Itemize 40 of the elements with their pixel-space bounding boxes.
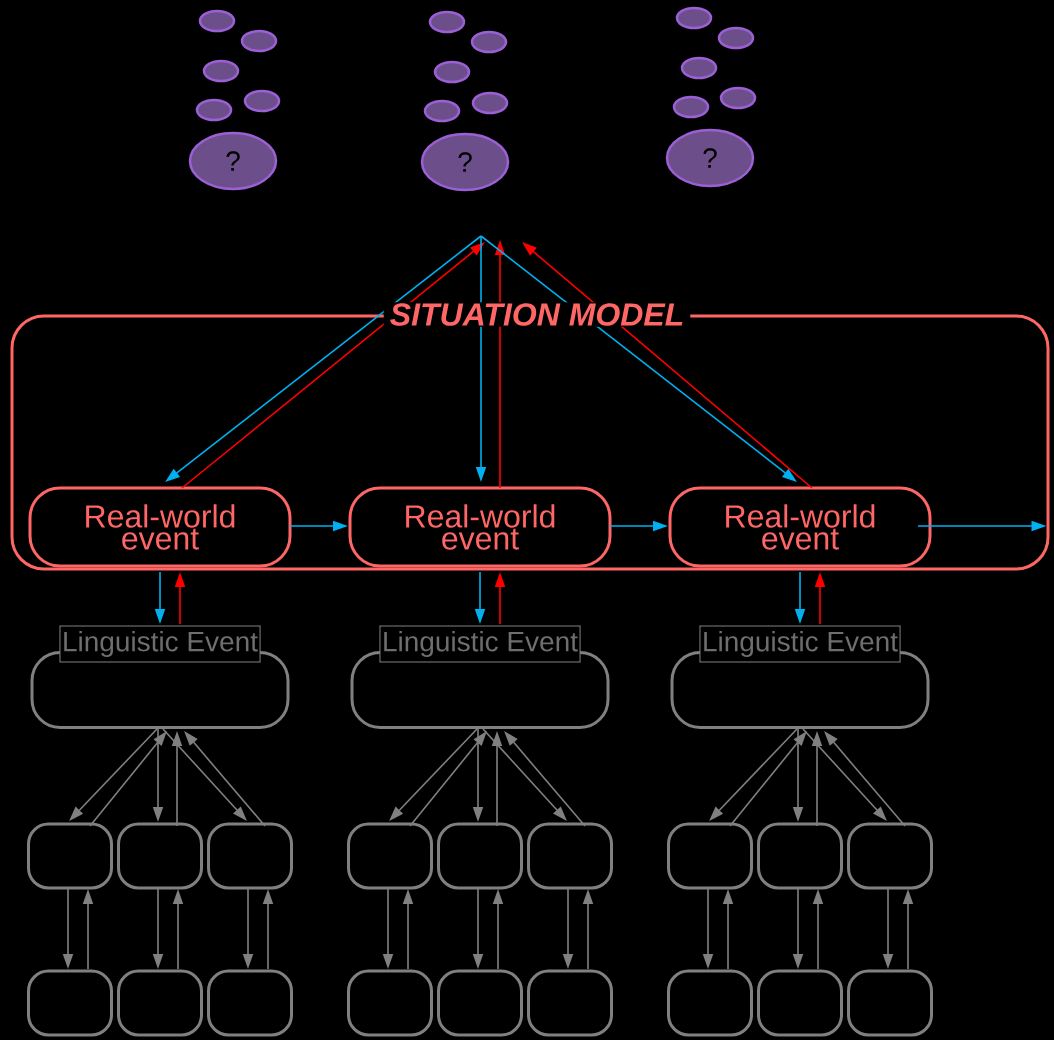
rounded-box: [207, 969, 293, 1037]
rounded-box: [667, 822, 753, 890]
bubble: [717, 26, 755, 50]
rounded-box: [847, 822, 933, 890]
bubble: [195, 98, 233, 122]
rounded-box: [437, 969, 523, 1037]
bubble: [719, 86, 757, 110]
bubble: [675, 6, 713, 30]
box-label: Linguistic Event: [59, 625, 261, 663]
bubble: [672, 95, 710, 119]
bubble: [423, 99, 461, 123]
box-label: Linguistic Event: [379, 625, 581, 663]
rounded-box: [347, 822, 433, 890]
rounded-box: [117, 822, 203, 890]
bubble: [240, 29, 278, 53]
rounded-box: [847, 969, 933, 1037]
bubble: [471, 91, 509, 115]
rounded-box: [347, 969, 433, 1037]
bubble: [198, 9, 236, 33]
rounded-box: [527, 969, 613, 1037]
bubble: [680, 56, 718, 80]
bubble: [428, 10, 466, 34]
rounded-box: [757, 822, 843, 890]
rounded-box: [667, 969, 753, 1037]
bubble: [243, 89, 281, 113]
rounded-box: [437, 822, 523, 890]
bubble: [433, 60, 471, 84]
event-box: Real-world event: [668, 486, 932, 568]
rounded-box: [117, 969, 203, 1037]
rounded-box: [27, 822, 113, 890]
frame-title: SITUATION MODEL: [383, 302, 691, 327]
event-box: Real-world event: [348, 486, 612, 568]
bubble: [470, 30, 508, 54]
rounded-box: [757, 969, 843, 1037]
rounded-box: [527, 822, 613, 890]
event-box: Real-world event: [28, 486, 292, 568]
box-label: Linguistic Event: [699, 625, 901, 663]
rounded-box: [207, 822, 293, 890]
rounded-box: [27, 969, 113, 1037]
bubble: [202, 59, 240, 83]
